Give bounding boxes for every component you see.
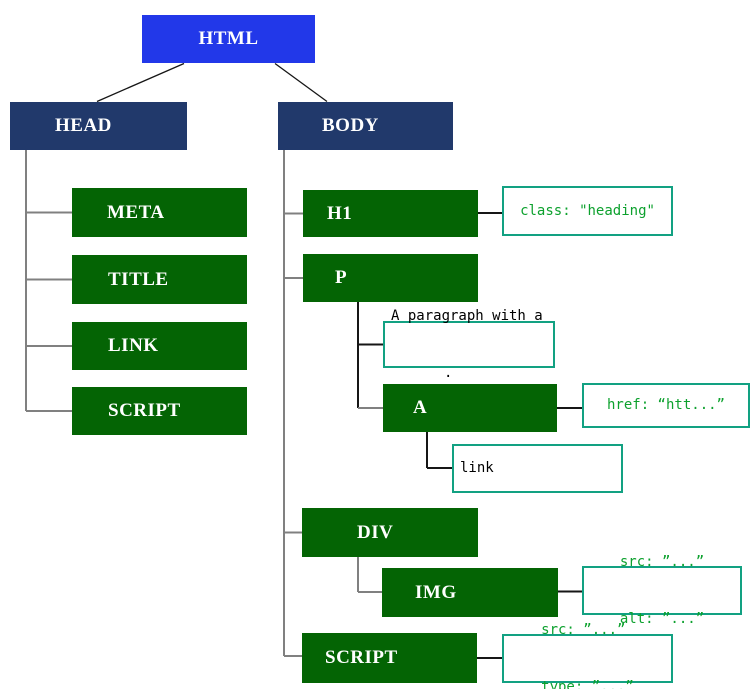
- attr-img-content: src: ”...” alt: ”...”: [620, 515, 704, 667]
- node-head: HEAD: [10, 102, 187, 150]
- attr-img-line-1: src: ”...”: [619, 553, 705, 570]
- node-meta: META: [72, 188, 247, 237]
- node-div: DIV: [302, 508, 478, 557]
- attr-h1-line-1: class: "heading": [520, 202, 655, 219]
- attr-img: src: ”...” alt: ”...”: [582, 554, 742, 627]
- attr-img-line-2: alt: ”...”: [619, 610, 705, 627]
- attr-script-line-1: src: ”...”: [541, 621, 626, 638]
- textnode-paragraph-content: A paragraph with a .: [385, 269, 543, 421]
- node-h1: H1: [303, 190, 478, 237]
- attr-a-line-1: href: “htt...”: [606, 397, 725, 413]
- textnode-paragraph: A paragraph with a .: [383, 308, 555, 381]
- node-body-script: SCRIPT: [302, 633, 477, 683]
- node-img: IMG: [382, 568, 558, 617]
- attr-script-line-2: type: ”...”: [541, 678, 634, 689]
- node-p: P: [303, 254, 478, 302]
- node-title: TITLE: [72, 255, 247, 304]
- attr-a-content: href: “htt...”: [607, 358, 725, 453]
- edge-html-body: [274, 62, 328, 103]
- attr-script: src: ”...” type: ”...”: [502, 622, 673, 689]
- textnode-link: link: [452, 444, 623, 493]
- node-head-script: SCRIPT: [72, 387, 247, 435]
- node-a: A: [383, 384, 557, 432]
- edge-html-head: [96, 62, 185, 103]
- attr-h1: class: "heading": [502, 186, 673, 236]
- paragraph-line-1: A paragraph with a: [391, 307, 543, 324]
- node-link: LINK: [72, 322, 247, 370]
- node-html: HTML: [142, 15, 315, 63]
- attr-script-content: src: ”...” type: ”...”: [541, 583, 634, 689]
- link-text: link: [460, 460, 494, 476]
- attr-a: href: “htt...”: [582, 383, 750, 428]
- node-body: BODY: [278, 102, 453, 150]
- attr-h1-content: class: "heading": [520, 164, 655, 259]
- paragraph-line-2: .: [444, 364, 453, 381]
